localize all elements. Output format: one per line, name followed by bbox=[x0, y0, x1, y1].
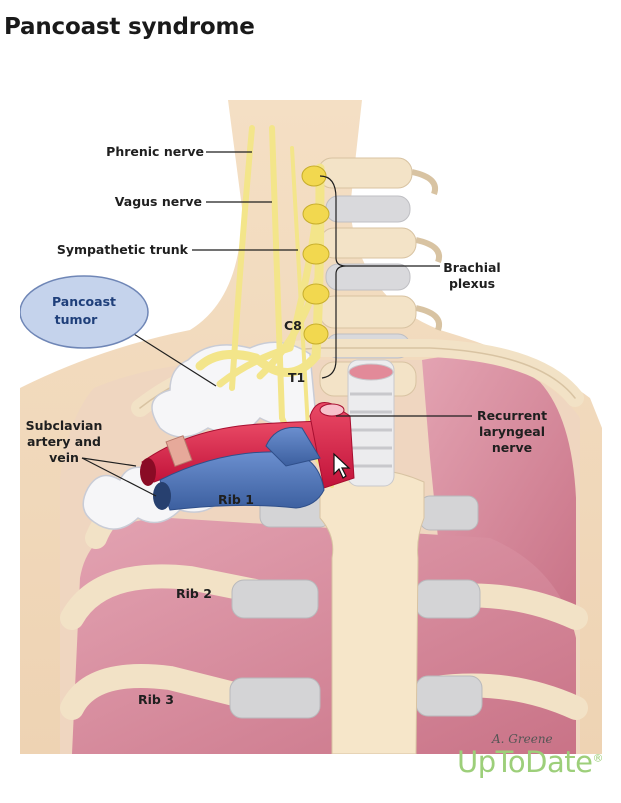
spinal-ganglia bbox=[301, 165, 330, 345]
rib-2 bbox=[60, 564, 302, 630]
label-brachial-plexus-2: plexus bbox=[449, 276, 495, 291]
label-pancoast-tumor-2: tumor bbox=[55, 312, 98, 327]
label-recurrent-2: laryngeal bbox=[479, 424, 545, 439]
label-pancoast-tumor-1: Pancoast bbox=[52, 294, 116, 309]
sympathetic-trunk bbox=[290, 146, 310, 430]
vein-lumen bbox=[153, 482, 171, 510]
lower-lungs bbox=[72, 518, 576, 754]
anatomy-figure: Phrenic nerve Vagus nerve Sympathetic tr… bbox=[20, 98, 602, 754]
label-t1: T1 bbox=[288, 370, 305, 385]
trachea bbox=[347, 359, 395, 487]
label-subclavian-3: vein bbox=[49, 450, 79, 465]
cervical-spine bbox=[317, 157, 442, 397]
brand-name: UpToDate bbox=[457, 745, 593, 779]
page-title: Pancoast syndrome bbox=[4, 14, 255, 40]
label-vagus-nerve: Vagus nerve bbox=[115, 194, 202, 209]
scalene-muscle bbox=[165, 435, 193, 467]
artist-signature: A. Greene bbox=[492, 732, 553, 746]
label-recurrent-1: Recurrent bbox=[477, 408, 547, 423]
subclavian-vein bbox=[159, 451, 325, 511]
uptodate-logo: UpToDate® bbox=[457, 745, 603, 779]
brand-mark: ® bbox=[592, 751, 604, 765]
pancoast-tumor-bubble bbox=[20, 275, 149, 349]
vagus-nerve bbox=[269, 125, 311, 481]
artery-lumen bbox=[140, 458, 156, 486]
rib-3 bbox=[60, 664, 262, 720]
mouse-cursor-icon bbox=[333, 452, 351, 479]
label-subclavian-2: artery and bbox=[27, 434, 101, 449]
label-rib-1: Rib 1 bbox=[218, 492, 254, 507]
anatomy-illustration: Phrenic nerve Vagus nerve Sympathetic tr… bbox=[20, 100, 602, 754]
sternum bbox=[319, 469, 425, 754]
label-c8: C8 bbox=[284, 318, 302, 333]
label-brachial-plexus-1: Brachial bbox=[443, 260, 500, 275]
label-recurrent-3: nerve bbox=[492, 440, 532, 455]
label-phrenic-nerve: Phrenic nerve bbox=[106, 144, 204, 159]
label-rib-3: Rib 3 bbox=[138, 692, 174, 707]
label-rib-2: Rib 2 bbox=[176, 586, 212, 601]
label-sympathetic-trunk: Sympathetic trunk bbox=[57, 242, 189, 257]
label-subclavian-1: Subclavian bbox=[26, 418, 103, 433]
